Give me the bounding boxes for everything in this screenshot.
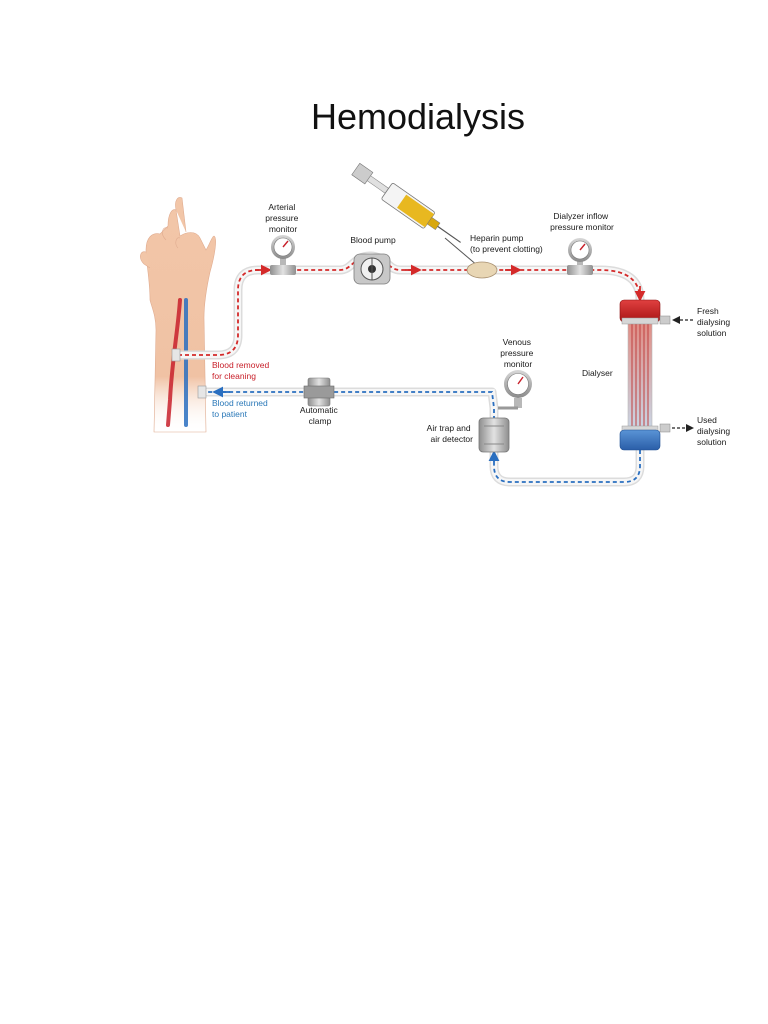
label-heparin-pump: Heparin pump (to prevent clotting) [470,233,543,254]
label-venous-monitor: Venous pressure monitor [500,337,535,369]
page-title: Hemodialysis [310,96,526,137]
label-blood-pump: Blood pump [350,235,396,245]
label-fresh-solution: Fresh dialysing solution [697,306,732,338]
label-automatic-clamp: Automatic clamp [300,405,340,426]
venous-pressure-gauge [498,370,532,410]
label-blood-removed: Blood removed for cleaning [212,360,272,381]
patient-arm [140,197,216,433]
arterial-line [178,251,646,360]
automatic-clamp [303,377,335,407]
heparin-syringe [351,162,479,267]
label-dialyser: Dialyser [582,368,613,378]
air-trap-detector [478,417,510,453]
blood-pump [353,253,391,285]
arterial-pressure-gauge [270,235,296,275]
label-air-trap: Air trap and air detector [427,423,473,444]
label-arterial-monitor: Arterial pressure monitor [265,202,300,234]
venous-line [171,348,645,487]
heparin-pump [466,261,498,279]
dialyser [619,299,694,451]
dialyzer-inflow-gauge [567,238,593,275]
label-used-solution: Used dialysing solution [697,415,732,447]
label-blood-returned: Blood returned to patient [212,398,270,419]
label-dialyzer-inflow: Dialyzer inflow pressure monitor [550,211,614,232]
